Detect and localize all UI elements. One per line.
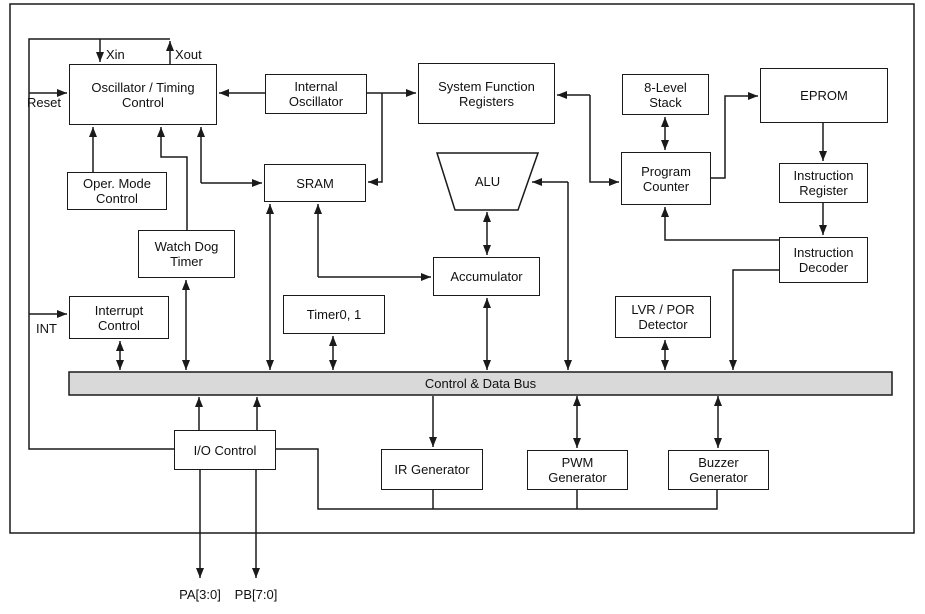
block-buzzer-generator: Buzzer Generator — [668, 450, 769, 490]
block-timer0-1: Timer0, 1 — [283, 295, 385, 334]
pin-label-xout: Xout — [175, 47, 202, 62]
arrow-pc-eprom — [711, 92, 758, 179]
block-ir-generator: IR Generator — [381, 449, 483, 490]
block-pwm-generator: PWM Generator — [527, 450, 628, 490]
arrow-sfr-pc — [589, 95, 619, 186]
block-accumulator: Accumulator — [433, 257, 540, 296]
block-io-control: I/O Control — [174, 430, 276, 470]
arrow-id-pc — [661, 207, 779, 241]
block-sram: SRAM — [264, 164, 366, 202]
block-program-counter: Program Counter — [621, 152, 711, 205]
block-8-level-stack: 8-Level Stack — [622, 74, 709, 115]
pin-label-int: INT — [36, 321, 57, 336]
block-oscillator-timing-control: Oscillator / Timing Control — [69, 64, 217, 125]
block-oper-mode-control: Oper. Mode Control — [67, 172, 167, 210]
pin-label-xin: Xin — [106, 47, 125, 62]
block-alu-label: ALU — [474, 174, 501, 189]
block-lvr-por-detector: LVR / POR Detector — [615, 296, 711, 338]
arrow-branch-sram — [368, 93, 383, 186]
arrow-wdt-osc — [157, 127, 188, 230]
block-internal-oscillator: Internal Oscillator — [265, 74, 367, 114]
block-watch-dog-timer: Watch Dog Timer — [138, 230, 235, 278]
alu-shape — [435, 152, 540, 211]
pin-label-pa: PA[3:0] — [179, 587, 221, 602]
outer-border — [9, 3, 915, 534]
block-eprom: EPROM — [760, 68, 888, 123]
control-data-bus-bar — [68, 371, 893, 396]
arrow-id-bus — [729, 269, 779, 370]
block-interrupt-control: Interrupt Control — [69, 296, 169, 339]
pin-label-pb: PB[7:0] — [234, 587, 278, 602]
block-instruction-register: Instruction Register — [779, 163, 868, 203]
block-instruction-decoder: Instruction Decoder — [779, 237, 868, 283]
block-system-function-registers: System Function Registers — [418, 63, 555, 124]
pin-label-reset: Reset — [27, 95, 61, 110]
line-io-generators — [276, 448, 718, 510]
control-data-bus-label: Control & Data Bus — [424, 376, 537, 391]
